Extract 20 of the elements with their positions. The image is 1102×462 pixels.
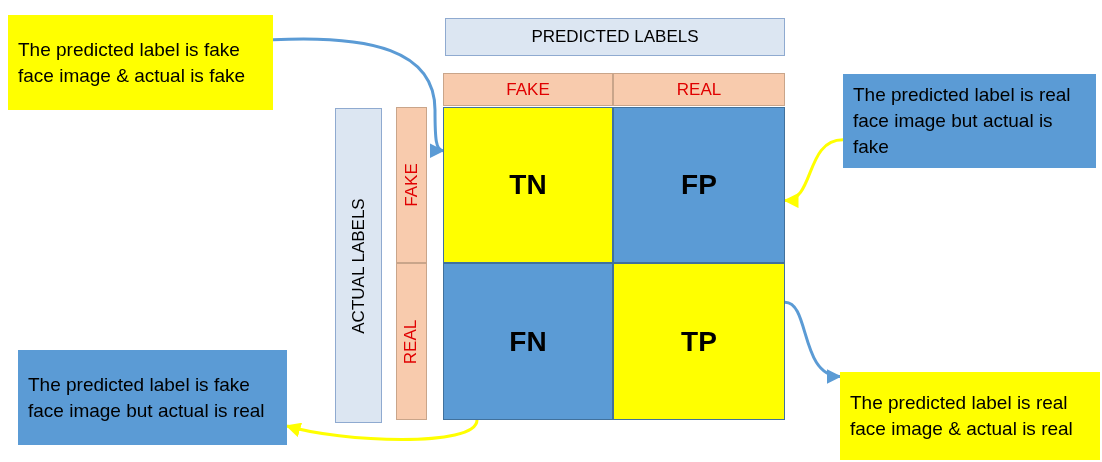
matrix-cell: TP [613, 263, 785, 420]
arrow [783, 138, 844, 206]
row-header [396, 263, 427, 420]
axis-label: ACTUAL LABELS [348, 197, 369, 334]
arrow [272, 37, 445, 157]
header-box: PREDICTED LABELS [445, 18, 785, 56]
callout-box: The predicted label is fake face image & actual is fake [8, 15, 273, 110]
axis-label: FAKE [401, 163, 422, 207]
matrix-cell: FP [613, 107, 785, 263]
callout-box: The predicted label is real face image but actual is fake [843, 74, 1096, 168]
callout-box: The predicted label is real face image & actual is real [840, 372, 1100, 460]
arrow [784, 300, 842, 382]
matrix-cell: TN [443, 107, 613, 263]
column-header: REAL [613, 73, 785, 106]
axis-label: REAL [401, 319, 422, 364]
matrix-cell: FN [443, 263, 613, 420]
column-header: FAKE [443, 73, 613, 106]
header-box [335, 108, 382, 423]
callout-box: The predicted label is fake face image but actual is real [18, 350, 287, 445]
row-header [396, 107, 427, 263]
